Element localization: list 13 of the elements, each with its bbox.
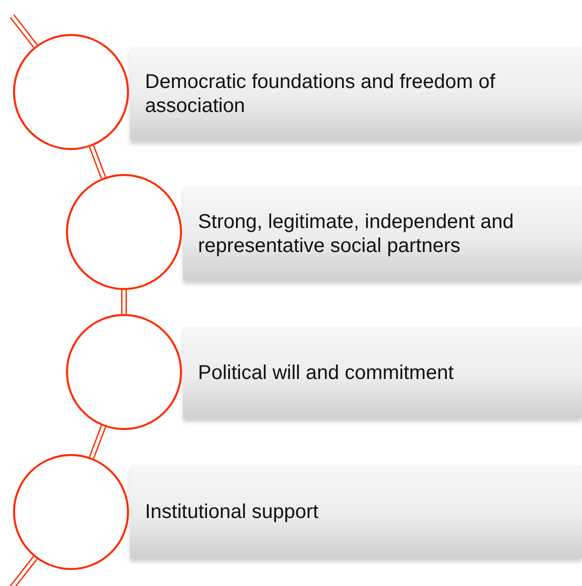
item-text: Democratic foundations and freedom of association (145, 70, 496, 118)
connector-line (10, 14, 38, 48)
item-text: Strong, legitimate, independent and representative social partners (198, 210, 515, 258)
list-bar (130, 465, 582, 558)
connector-line (121, 289, 127, 315)
list-bar (183, 187, 582, 280)
item-text: Political will and commitment (198, 360, 454, 384)
connector-line (8, 556, 38, 586)
connector-line (88, 424, 106, 460)
connector-line (88, 144, 106, 180)
list-bar (130, 47, 582, 140)
item-text: Institutional support (145, 500, 318, 524)
list-bar (183, 327, 582, 418)
